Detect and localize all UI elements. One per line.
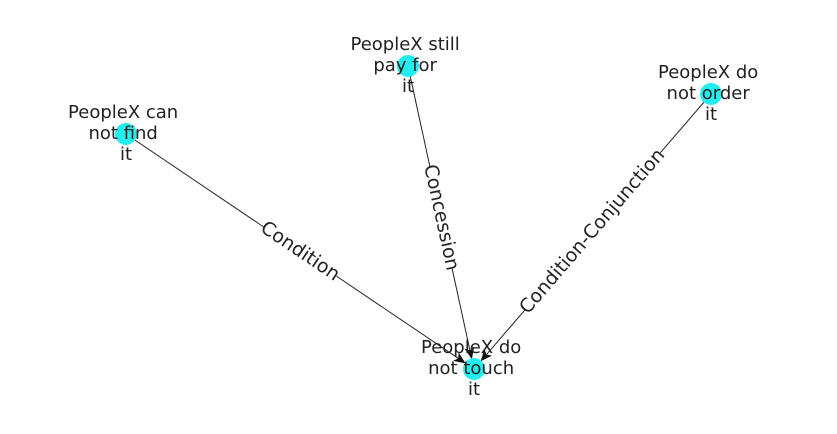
edge-condition-line-end — [336, 275, 466, 364]
node-not-touch-circle[interactable] — [463, 358, 485, 380]
edges-layer: Condition Concession Condition-Conjuncti… — [125, 65, 712, 364]
edge-condition-conjunction-line-end — [480, 309, 525, 362]
edge-condition-conjunction: Condition-Conjunction — [480, 93, 712, 362]
node-not-order[interactable]: PeopleX do not order it — [658, 62, 764, 125]
edge-condition-line-start — [125, 133, 264, 228]
node-cannot-find-label: PeopleX can not find it — [68, 102, 184, 165]
node-not-touch[interactable]: PeopleX do not touch it — [421, 337, 527, 400]
edge-label-concession: Concession — [419, 162, 463, 272]
node-not-order-circle[interactable] — [700, 83, 722, 105]
node-not-touch-label: PeopleX do not touch it — [421, 337, 527, 400]
edge-condition-conjunction-line-start — [660, 93, 712, 154]
node-cannot-find[interactable]: PeopleX can not find it — [68, 102, 184, 165]
node-not-order-label: PeopleX do not order it — [658, 62, 764, 125]
edge-concession-line-start — [407, 65, 431, 167]
node-still-pay-circle[interactable] — [397, 55, 419, 77]
edge-concession-line-end — [451, 268, 475, 360]
edge-label-condition-conjunction: Condition-Conjunction — [515, 144, 669, 318]
node-still-pay[interactable]: PeopleX still pay for it — [350, 34, 465, 97]
nodes-layer: PeopleX still pay for it PeopleX do not … — [68, 34, 764, 400]
edge-label-condition: Condition — [257, 217, 344, 286]
node-still-pay-label: PeopleX still pay for it — [350, 34, 465, 97]
edge-concession: Concession — [407, 65, 475, 360]
edge-condition: Condition — [125, 133, 466, 364]
node-cannot-find-circle[interactable] — [115, 123, 137, 145]
